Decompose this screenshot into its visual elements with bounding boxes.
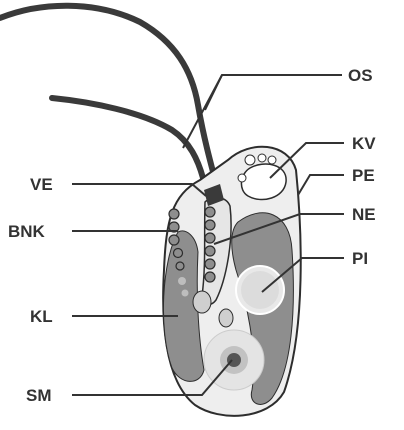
label-pe: PE [352, 166, 375, 185]
label-bnk: BNK [8, 222, 46, 241]
flagellum-upper [0, 6, 220, 198]
starch-grain-1 [193, 291, 211, 313]
label-ne: NE [352, 205, 376, 224]
starch-grain-2 [219, 309, 233, 327]
label-sm: SM [26, 386, 52, 405]
label-kv: KV [352, 134, 376, 153]
label-os: OS [348, 66, 373, 85]
label-pi: PI [352, 249, 368, 268]
label-kl: KL [30, 307, 53, 326]
label-ve: VE [30, 175, 53, 194]
pyrenoid [236, 266, 284, 314]
